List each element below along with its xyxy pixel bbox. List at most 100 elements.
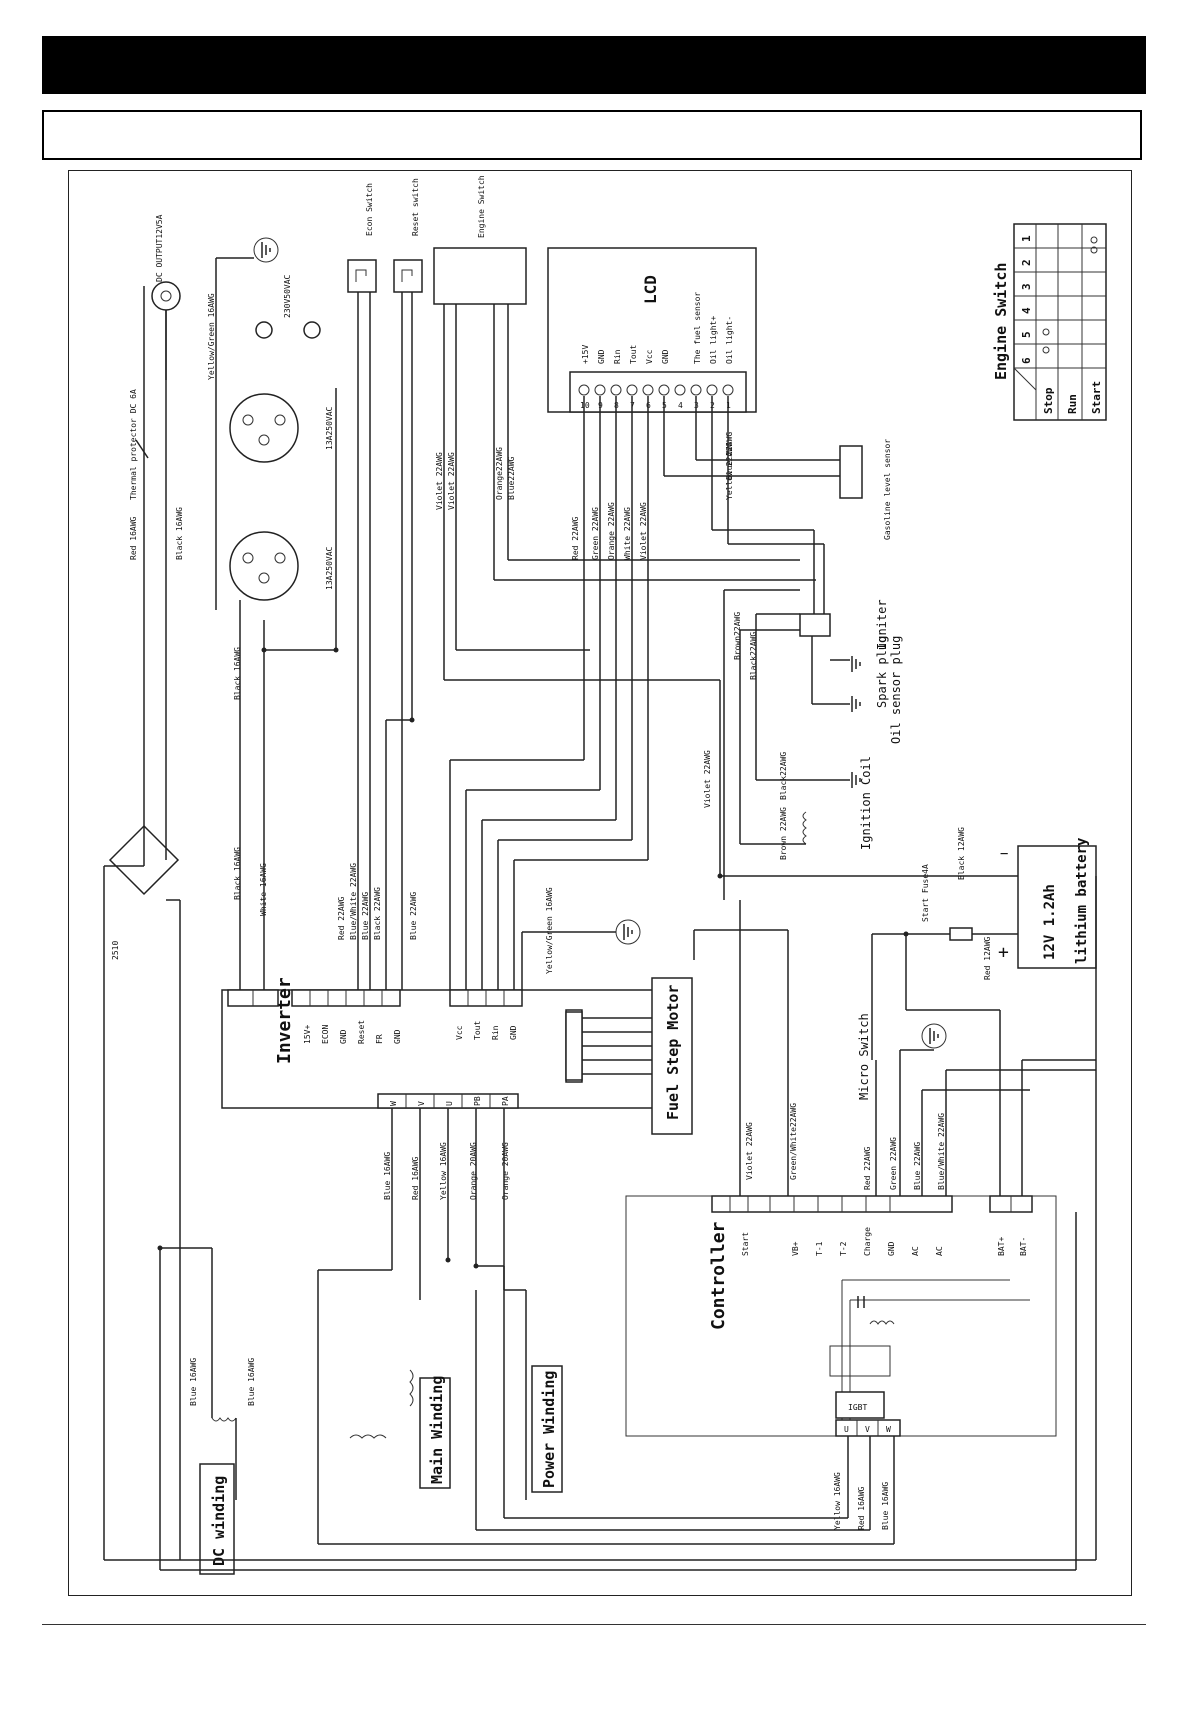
black-22awg-b-label: Black22AWG [779, 752, 788, 800]
socket-13a-label-1: 13A250VAC [325, 406, 334, 450]
ctrl-pin-t2: T-2 [839, 1241, 848, 1256]
lcd-pin-oil-minus: Oil light- [725, 316, 734, 364]
battery-minus-icon: − [1000, 846, 1008, 862]
es-col-1: 1 [1020, 235, 1033, 242]
subheader-box [42, 110, 1142, 160]
ac-terminal-2 [303, 321, 321, 339]
ctrl-pin-bat-minus: BAT- [1019, 1237, 1028, 1256]
ctrl-pin-bat-plus: BAT+ [997, 1237, 1006, 1256]
yellow-22awg-label: Yellow 22AWG [725, 442, 734, 500]
ground-icon [253, 237, 279, 263]
lcd-pin-num-4: 4 [678, 401, 683, 410]
inv-wire-blue-white: Blue/White 22AWG [349, 863, 358, 940]
ground-icon [851, 772, 861, 788]
junction-dots [157, 647, 909, 1269]
ground-icon [851, 656, 861, 672]
es-row-run: Run [1066, 394, 1079, 414]
blue-22awg-label: Blue 22AWG [725, 432, 734, 480]
controller-internal-circuit: IGBT [829, 1279, 1030, 1420]
bundle-wire-violet: Violet 22AWG [639, 502, 648, 560]
es-row-start: Start [1090, 381, 1103, 414]
ac-socket-2 [229, 531, 299, 601]
es-row-stop: Stop [1042, 387, 1055, 414]
es-col-6: 6 [1020, 357, 1033, 364]
yellow-16awg-b-label: Yellow 16AWG [833, 1472, 842, 1530]
ctrl-term-u: U [844, 1425, 849, 1434]
wiring-network [103, 257, 1097, 1571]
ground-icon [615, 919, 641, 945]
ctrl-wire-green: Green 22AWG [889, 1137, 898, 1190]
inv-pin-gnd2: GND [393, 1029, 402, 1044]
inv-term-v: V [417, 1101, 426, 1106]
violet-22awg-label: Violet 22AWG [435, 452, 444, 510]
spark-plug-label: Spark plug [875, 636, 889, 708]
inv-pin-gnd3: GND [509, 1025, 518, 1040]
es-col-4: 4 [1020, 307, 1033, 314]
red-16awg-b-label: Red 16AWG [411, 1156, 420, 1200]
engine-switch-table [1013, 223, 1107, 421]
black-16awg-label-3: Black 16AWG [233, 847, 242, 900]
ignition-coil-label: Ignition Coil [859, 756, 873, 850]
lcd-pin-rin: Rin [613, 349, 622, 364]
ctrl-term-w: W [886, 1425, 891, 1434]
oil-sensor-label: Oil sensor plug [889, 636, 903, 744]
controller-label: Controller [708, 1221, 729, 1330]
main-winding-label: Main Winding [428, 1376, 446, 1484]
ac-terminal-1 [255, 321, 273, 339]
lcd-pin-vcc: Vcc [645, 349, 654, 364]
gasoline-sensor-label: Gasoline level sensor [883, 439, 892, 540]
inv-pin-reset: Reset [357, 1020, 366, 1044]
bundle-wire-orange: Orange 22AWG [607, 502, 616, 560]
fuel-step-motor-label: Fuel Step Motor [664, 985, 682, 1120]
ground-icon [921, 1023, 947, 1049]
inverter-label: Inverter [274, 977, 295, 1064]
violet-22awg-label-b: Violet 22AWG [447, 452, 456, 510]
dc-winding-label: DC winding [210, 1476, 228, 1566]
black-16awg-label-2: Black 16AWG [233, 647, 242, 700]
inv-pin-gnd: GND [339, 1029, 348, 1044]
lcd-pins [578, 384, 734, 396]
inv-term-pb: PB [473, 1096, 482, 1106]
blue-16awg-label: Blue 16AWG [383, 1152, 392, 1200]
inv-pin-vcc: Vcc [455, 1025, 464, 1040]
blue-22awg-b-label: Blue22AWG [507, 456, 516, 500]
green-white-22awg-label: Green/White22AWG [789, 1103, 798, 1180]
battery-plus-icon: + [998, 942, 1009, 963]
igniter-label: Igniter [875, 599, 889, 650]
inv-pin-econ: ECON [321, 1025, 330, 1044]
inv-wire-black: Black 22AWG [373, 887, 382, 940]
yellow-16awg-label: Yellow 16AWG [439, 1142, 448, 1200]
gasoline-sensor-box [839, 445, 863, 499]
dc-output-label: DC OUTPUT12V5A [155, 214, 164, 282]
brown-22awg-b-label: Brown 22AWG [779, 807, 788, 860]
battery-label-1: 12V 1.2Ah [1042, 884, 1058, 960]
micro-switch-label: Micro Switch [857, 1013, 871, 1100]
lcd-pin-oil-plus: Oil light+ [709, 316, 718, 364]
igbt-label: IGBT [848, 1403, 867, 1412]
ctrl-pin-charge: Charge [863, 1227, 872, 1256]
start-fuse-label: Start Fuse4A [921, 864, 930, 922]
inv-wire-red: Red 22AWG [337, 896, 346, 940]
footer-divider [42, 1624, 1146, 1625]
econ-switch-box [347, 259, 377, 293]
blue-16awg-c-label: Blue 16AWG [881, 1482, 890, 1530]
lcd-pin-tout: Tout [629, 345, 638, 364]
inv-pin-tout: Tout [473, 1021, 482, 1040]
violet-22awg-label-c: Violet 22AWG [703, 750, 712, 808]
power-winding-label: Power Winding [540, 1371, 558, 1488]
ground-icon [851, 696, 861, 712]
socket-230v-label: 230V50VAC [283, 274, 292, 318]
lcd-connector [569, 371, 747, 413]
ctrl-pin-start: Start [741, 1232, 750, 1256]
fuel-step-motor-box [651, 977, 693, 1135]
orange-20awg-b-label: Orange 20AWG [501, 1142, 510, 1200]
header-bar [42, 36, 1146, 94]
lcd-pin-15v: +15V [581, 345, 590, 364]
main-winding-box [419, 1377, 451, 1489]
yellow-green-16awg-b-label: Yellow/Green 16AWG [545, 887, 554, 974]
ctrl-pin-ac1: AC [911, 1246, 920, 1256]
ctrl-pin-t1: T-1 [815, 1241, 824, 1256]
engine-switch-box [433, 247, 527, 305]
black-22awg-label: Black22AWG [749, 632, 758, 680]
controller-pin-strip [711, 1195, 953, 1213]
